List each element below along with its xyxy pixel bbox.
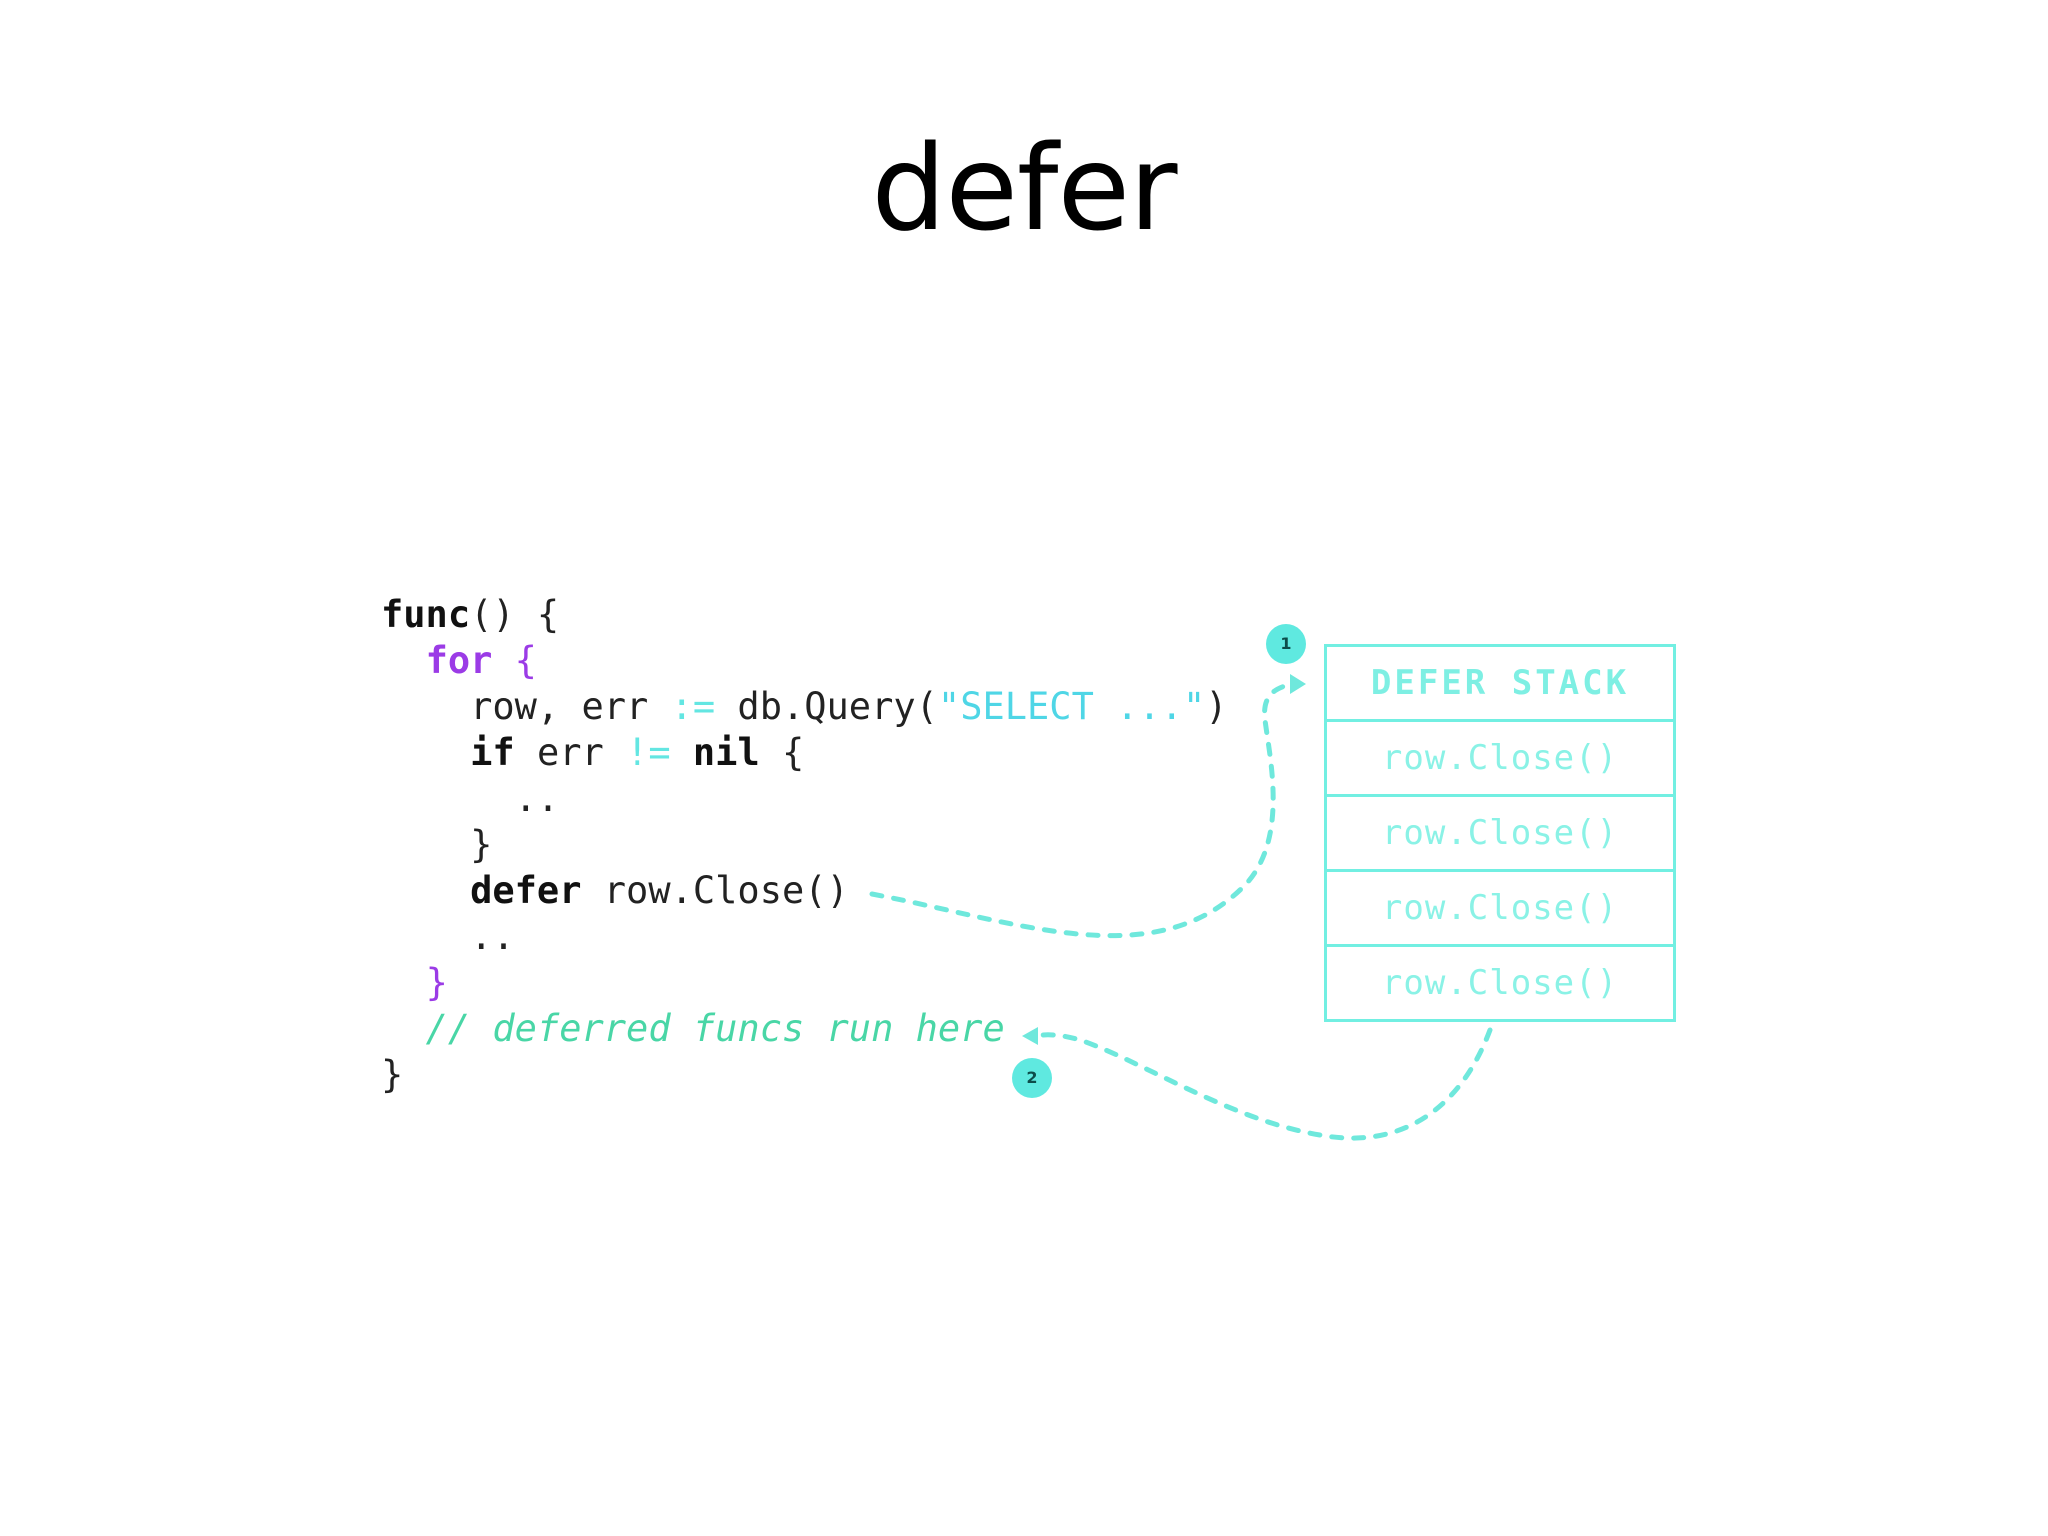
defer-stack-item: row.Close() [1327, 719, 1673, 794]
code-line-defer: defer row.Close() [381, 868, 1228, 914]
keyword-for: for [425, 639, 493, 682]
code-line-ellipsis: .. [381, 776, 1228, 822]
code-line-close-if: } [381, 822, 1228, 868]
brace-open: { [514, 639, 537, 682]
defer-stack-item: row.Close() [1327, 869, 1673, 944]
code-line-close-func: } [381, 1052, 1228, 1098]
brace-close: } [381, 1053, 404, 1096]
code-text: err [514, 731, 627, 774]
defer-stack-item: row.Close() [1327, 944, 1673, 1019]
code-text [671, 731, 693, 774]
code-text: ) [1205, 685, 1228, 728]
code-ellipsis: .. [514, 777, 560, 820]
brace-close: } [425, 961, 448, 1004]
keyword-nil: nil [692, 731, 760, 774]
operator-assign: := [670, 685, 716, 728]
code-text: () { [470, 593, 560, 636]
step-badge-1: 1 [1266, 624, 1306, 664]
code-line-ellipsis: .. [381, 914, 1228, 960]
code-text: { [759, 731, 805, 774]
keyword-func: func [381, 593, 471, 636]
defer-stack: DEFER STACK row.Close() row.Close() row.… [1324, 644, 1676, 1022]
operator-not-equal: != [626, 731, 671, 774]
code-line-comment: // deferred funcs run here [381, 1006, 1228, 1052]
code-text: row.Close() [581, 869, 849, 912]
defer-stack-header: DEFER STACK [1370, 663, 1630, 703]
defer-stack-item: row.Close() [1327, 794, 1673, 869]
code-line-query: row, err := db.Query("SELECT ...") [381, 684, 1228, 730]
code-line-func: func() { [381, 592, 1228, 638]
brace-close: } [470, 823, 493, 866]
code-line-if: if err != nil { [381, 730, 1228, 776]
push-arrow-head [1290, 674, 1306, 694]
keyword-defer: defer [470, 869, 582, 912]
step-badge-2: 2 [1012, 1058, 1052, 1098]
code-ellipsis: .. [470, 915, 515, 958]
code-line-for: for { [381, 638, 1228, 684]
string-literal: "SELECT ..." [937, 685, 1206, 728]
code-text: row, err [470, 685, 671, 728]
keyword-if: if [470, 731, 515, 774]
code-line-close-for: } [381, 960, 1228, 1006]
code-text: db.Query( [715, 685, 938, 728]
code-comment: // deferred funcs run here [425, 1007, 1005, 1050]
slide-title: defer [871, 119, 1177, 257]
code-block: func() { for { row, err := db.Query("SEL… [381, 592, 1228, 1098]
